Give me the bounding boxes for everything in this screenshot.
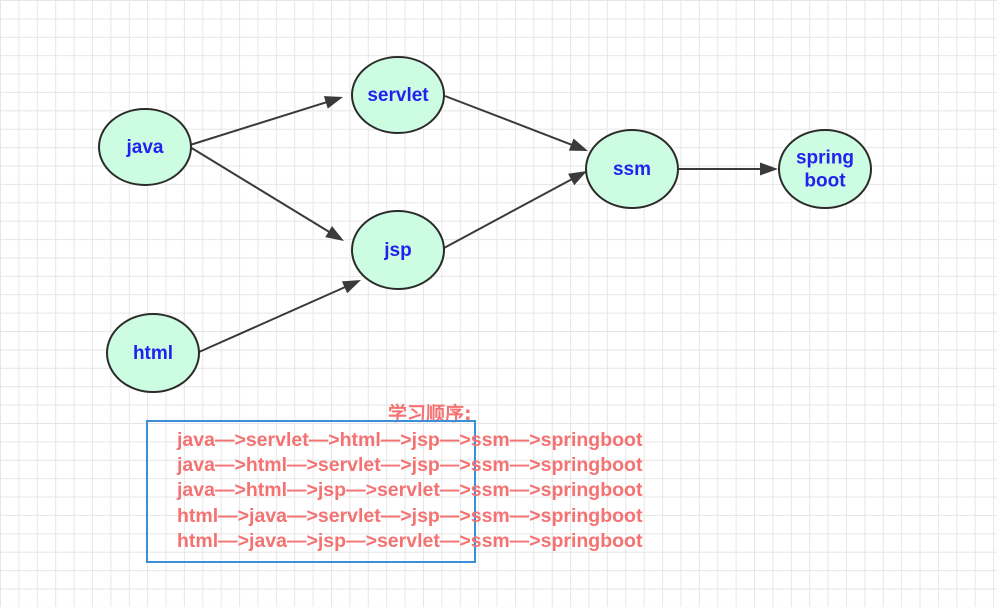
node-jsp: jsp	[351, 210, 445, 290]
node-springboot-ellipse	[778, 129, 872, 209]
edge-java-to-servlet	[189, 100, 329, 146]
arrow-head-java-to-jsp	[325, 226, 344, 241]
arrow-head-jsp-to-ssm	[568, 171, 587, 186]
node-servlet: servlet	[351, 56, 445, 134]
arrow-head-html-to-jsp	[341, 280, 361, 294]
node-jsp-label: jsp	[383, 240, 411, 261]
edge-html-to-jsp	[198, 285, 347, 353]
learning-order-line-1: java—>servlet—>html—>jsp—>ssm—>springboo…	[177, 429, 643, 451]
learning-order-line-3: java—>html—>jsp—>servlet—>ssm—>springboo…	[177, 479, 643, 502]
node-jsp-ellipse	[351, 210, 445, 290]
node-html: html	[106, 313, 200, 393]
arrow-head-ssm-to-springboot	[760, 162, 778, 176]
node-springboot: springboot	[778, 129, 872, 209]
node-java-label: java	[126, 137, 164, 158]
edges	[189, 95, 778, 353]
node-html-ellipse	[106, 313, 200, 393]
node-java: java	[98, 108, 192, 186]
nodes: java servlet jsp html ssm springboot	[98, 56, 872, 393]
learning-order-line-2: java—>html—>servlet—>jsp—>ssm—>springboo…	[177, 454, 643, 477]
node-html-label: html	[133, 343, 173, 364]
learning-order-list: java—>servlet—>html—>jsp—>ssm—>springboo…	[177, 428, 642, 554]
node-springboot-label-1: spring	[796, 148, 854, 169]
edge-jsp-to-ssm	[443, 177, 574, 249]
edge-servlet-to-ssm	[444, 95, 574, 147]
edge-java-to-jsp	[189, 146, 331, 234]
learning-order-line-4: html—>java—>servlet—>jsp—>ssm—>springboo…	[177, 504, 643, 527]
node-ssm: ssm	[585, 129, 679, 209]
node-ssm-ellipse	[585, 129, 679, 209]
node-java-ellipse	[98, 108, 192, 186]
learning-order-heading: 学习顺序:	[388, 403, 472, 425]
node-servlet-ellipse	[351, 56, 445, 134]
node-servlet-label: servlet	[367, 85, 429, 106]
node-springboot-label-2: boot	[804, 171, 846, 192]
arrow-head-java-to-servlet	[323, 96, 343, 109]
arrow-head-servlet-to-ssm	[568, 138, 588, 151]
learning-order-line-5: html—>java—>jsp—>servlet—>ssm—>springboo…	[177, 529, 643, 552]
node-ssm-label: ssm	[613, 159, 651, 180]
